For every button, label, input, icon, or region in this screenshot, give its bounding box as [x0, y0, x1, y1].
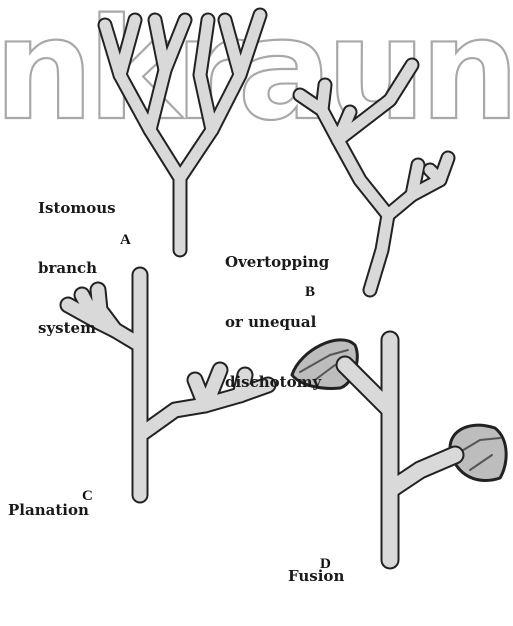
- caption-a-line-3: system: [38, 318, 116, 338]
- telome-diagram: nkraun: [0, 0, 513, 575]
- letter-c: C: [82, 488, 93, 505]
- letter-d: D: [320, 556, 331, 573]
- caption-b: Overtopping or unequal dischotomy: [225, 212, 329, 432]
- caption-d-line-1: Fusion: [288, 566, 344, 586]
- caption-b-line-3: dischotomy: [225, 372, 329, 392]
- caption-c-line-1: Planation: [8, 500, 89, 520]
- letter-b: B: [305, 284, 315, 301]
- caption-b-line-1: Overtopping: [225, 252, 329, 272]
- caption-b-line-2: or unequal: [225, 312, 329, 332]
- letter-a: A: [120, 232, 131, 249]
- caption-a: Istomous branch system: [38, 158, 116, 378]
- caption-d: Fusion: [288, 526, 344, 626]
- caption-a-line-1: Istomous: [38, 198, 116, 218]
- caption-a-line-2: branch: [38, 258, 116, 278]
- caption-c: Planation: [8, 460, 89, 560]
